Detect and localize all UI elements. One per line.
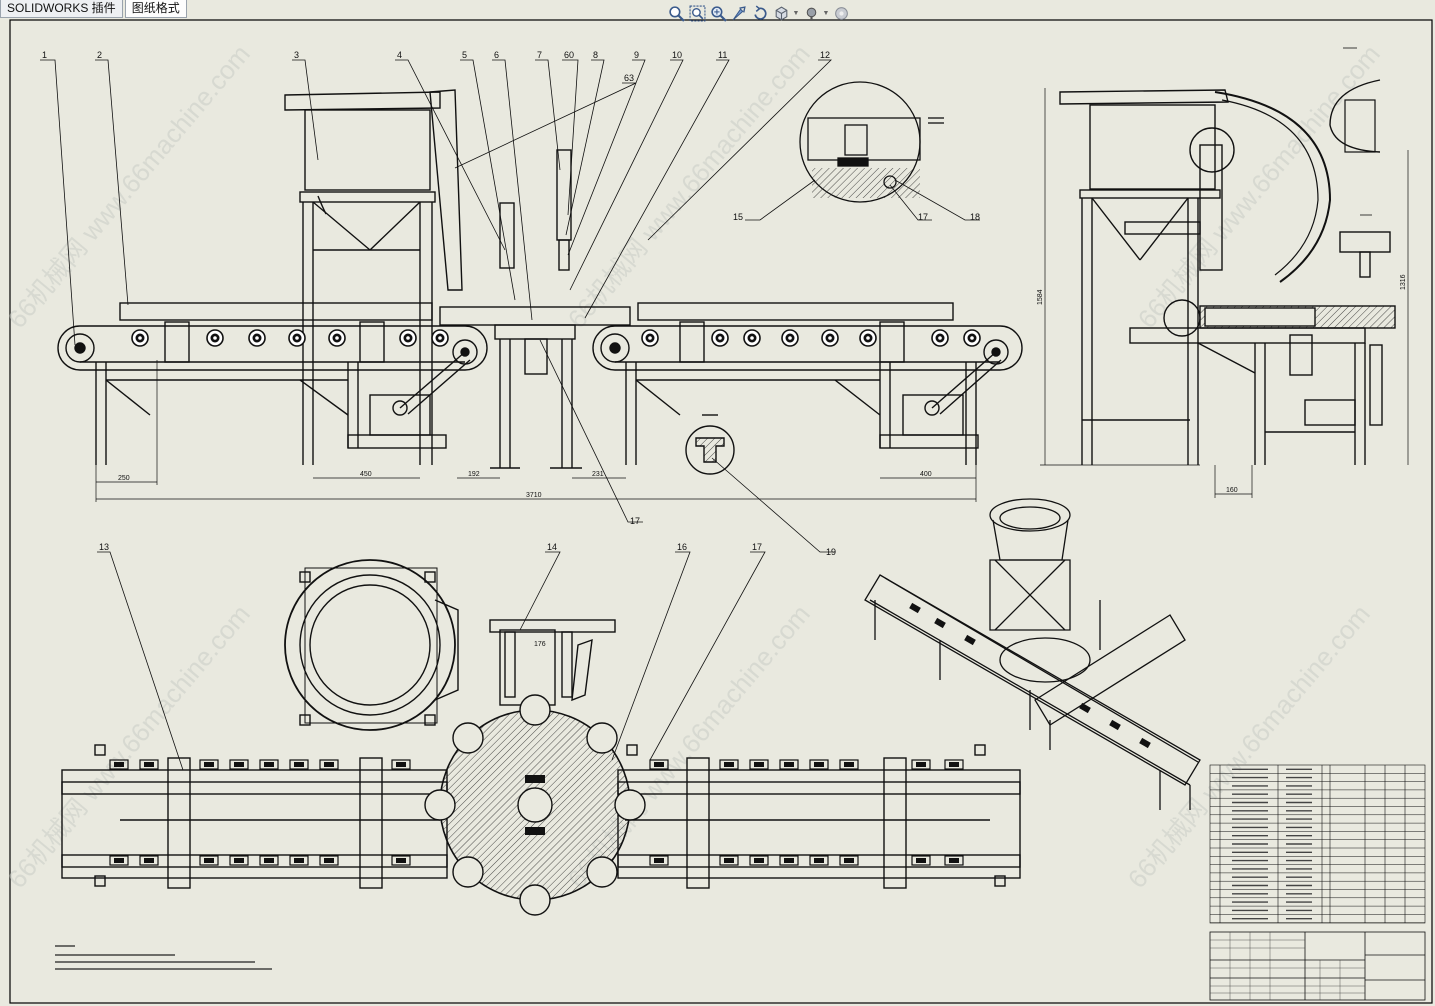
balloon-63[interactable]: 63: [624, 73, 634, 83]
zoom-to-fit-icon: [668, 5, 685, 22]
dim-250: 250: [118, 475, 130, 482]
balloon-17[interactable]: 17: [752, 542, 762, 552]
title-block-lines: [1210, 932, 1365, 1000]
balloon-10[interactable]: 10: [672, 50, 682, 60]
watermark: 66机械网 www.66machine.com: [2, 39, 256, 334]
watermark: 66机械网 www.66machine.com: [1132, 39, 1386, 334]
balloon-4[interactable]: 4: [397, 50, 402, 60]
sheet-border: [9, 19, 1433, 1004]
appearance-icon: [834, 6, 848, 20]
balloon-leaders-bottom: [97, 551, 766, 771]
balloon-1[interactable]: 1: [42, 50, 47, 60]
watermark: 66机械网 www.66machine.com: [1122, 599, 1376, 894]
detail-label-18: 18: [970, 212, 980, 222]
dim-231: 231: [592, 471, 604, 478]
balloon-16[interactable]: 16: [677, 542, 687, 552]
select-icon: [732, 5, 746, 20]
dim-192: 192: [468, 471, 480, 478]
dim-176: 176: [534, 641, 546, 648]
bill-of-materials[interactable]: [1209, 764, 1426, 924]
balloon-60[interactable]: 60: [564, 50, 574, 60]
balloon-12[interactable]: 12: [820, 50, 830, 60]
zoom-to-fit-button[interactable]: [666, 3, 686, 23]
detail-view-b[interactable]: [685, 414, 735, 475]
zoom-area-icon: [689, 5, 705, 21]
zoom-in-out-icon: [710, 5, 727, 22]
dim-400: 400: [920, 471, 932, 478]
balloon-13[interactable]: 13: [99, 542, 109, 552]
rotate-view-button[interactable]: [750, 3, 770, 23]
detail-label-19: 19: [826, 547, 836, 557]
zoom-in-out-button[interactable]: [708, 3, 728, 23]
tab-bar: SOLIDWORKS 插件 图纸格式: [0, 0, 189, 18]
display-style-button[interactable]: [801, 3, 821, 23]
view-orientation-button[interactable]: [771, 3, 791, 23]
side-view[interactable]: [1040, 47, 1409, 498]
dim-1316: 1316: [1400, 274, 1407, 290]
balloons-top: 1 2 3 4 5 6 7 60 8 9 10 11 12 63: [42, 50, 830, 83]
balloon-8[interactable]: 8: [593, 50, 598, 60]
select-button[interactable]: [729, 3, 749, 23]
detail-label-17: 17: [918, 212, 928, 222]
star-wheel[interactable]: [424, 694, 646, 916]
dim-3710: 3710: [526, 492, 542, 499]
detail-label-15: 15: [733, 212, 743, 222]
balloon-9[interactable]: 9: [634, 50, 639, 60]
front-view-dimensions: [95, 360, 977, 502]
balloon-7[interactable]: 7: [537, 50, 542, 60]
balloon-5[interactable]: 5: [462, 50, 467, 60]
view-orientation-dropdown[interactable]: ▼: [792, 9, 800, 17]
zoom-area-button[interactable]: [687, 3, 707, 23]
appearance-button[interactable]: [831, 3, 851, 23]
balloon-14[interactable]: 14: [547, 542, 557, 552]
conveyor-rollers: [131, 329, 981, 347]
isometric-view[interactable]: [864, 498, 1201, 810]
balloons-bottom: 13 14 16 17: [99, 542, 762, 552]
balloon-6[interactable]: 6: [494, 50, 499, 60]
rotate-view-icon: [753, 4, 767, 20]
heads-up-view-toolbar: ▼ ▼: [666, 2, 851, 24]
front-view[interactable]: [57, 89, 1023, 469]
balloon-leaders-top: [40, 59, 980, 553]
tab-sheet-format[interactable]: 图纸格式: [124, 0, 187, 18]
technical-notes: [55, 945, 272, 970]
tab-solidworks-addins[interactable]: SOLIDWORKS 插件: [0, 0, 123, 18]
balloon-11[interactable]: 11: [718, 50, 727, 60]
isometric-chain: [909, 602, 1151, 749]
view-orientation-icon: [775, 6, 787, 20]
bom-rows: [1210, 768, 1425, 923]
watermark: 66机械网 www.66machine.com: [2, 599, 256, 894]
dim-450: 450: [360, 471, 372, 478]
dim-1584: 1584: [1037, 289, 1044, 305]
detail-label-17b: 17: [630, 516, 640, 526]
title-block[interactable]: [1209, 931, 1426, 1001]
display-style-icon: [806, 7, 816, 21]
balloon-2[interactable]: 2: [97, 50, 102, 60]
balloon-3[interactable]: 3: [294, 50, 299, 60]
detail-view-a[interactable]: [799, 81, 944, 203]
display-style-dropdown[interactable]: ▼: [822, 9, 830, 17]
watermark: 66机械网 www.66machine.com: [562, 39, 816, 334]
dim-160: 160: [1226, 487, 1238, 494]
